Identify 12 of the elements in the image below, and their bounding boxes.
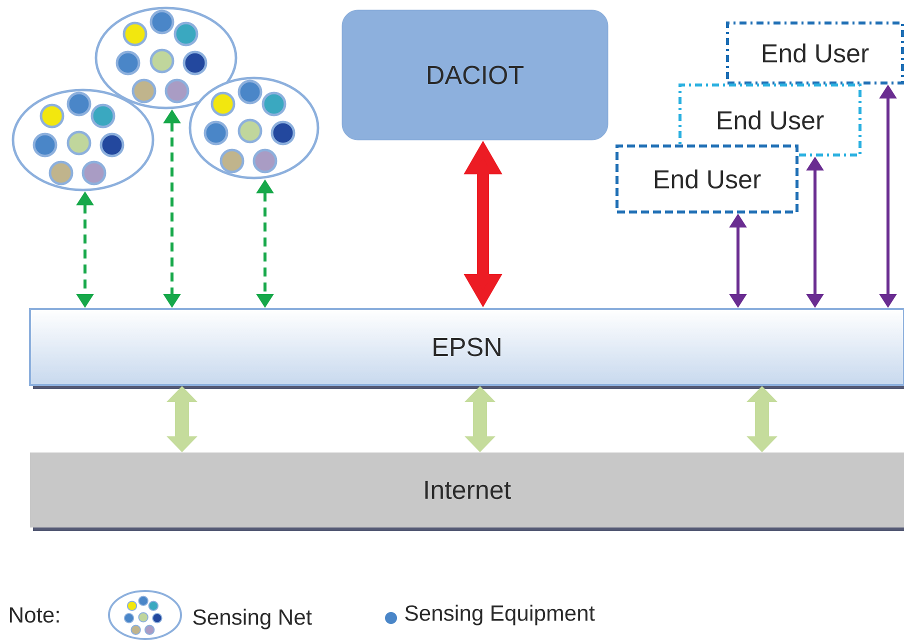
- network-band: Internet: [30, 452, 904, 531]
- legend-text: Sensing Net: [193, 608, 312, 630]
- sensing-net: [188, 76, 320, 180]
- network-band: EPSN: [29, 308, 904, 389]
- legend-text: Sensing Equipment: [405, 604, 595, 626]
- platform-box: DACIOT: [342, 10, 608, 140]
- user-box: End User: [726, 22, 904, 84]
- note-label: Note:: [10, 607, 59, 623]
- sensing-net: [12, 88, 154, 192]
- sensing-net: [94, 6, 238, 110]
- user-box: End User: [616, 144, 798, 214]
- user-box: End User: [678, 84, 862, 156]
